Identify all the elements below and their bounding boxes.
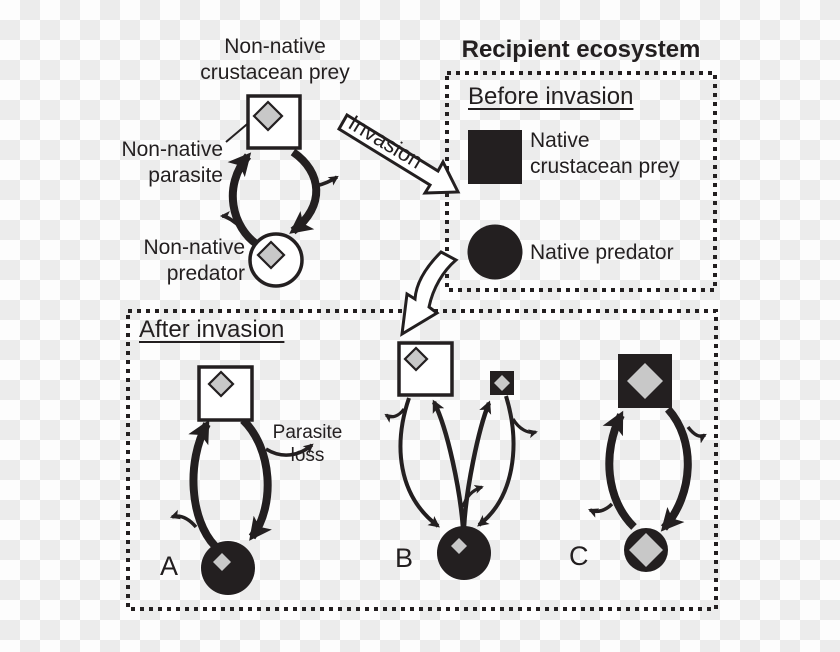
nonnative-prey-label: Non-native crustacean prey <box>200 35 350 84</box>
scenario-a-letter: A <box>160 551 179 581</box>
parasite-diamond-icon <box>629 533 663 567</box>
parasite-diamond-icon <box>403 346 429 372</box>
parasite-diamond-icon <box>256 240 286 270</box>
before-invasion-heading: Before invasion <box>468 83 634 110</box>
cycle-arrow-down <box>240 417 272 541</box>
loss-arrow-right-icon <box>686 425 707 444</box>
native-predator-legend-label: Native predator <box>530 241 674 264</box>
scenario-c <box>588 354 707 572</box>
nonnative-prey-square-icon <box>197 365 254 422</box>
transfer-curved-arrow-icon <box>400 250 459 337</box>
after-invasion-heading: After invasion <box>139 316 285 343</box>
before-legend-symbols <box>467 130 523 280</box>
loss-arrow-left-icon <box>219 211 241 228</box>
scenario-b <box>384 341 538 580</box>
native-predator-circle-icon <box>437 526 491 580</box>
cycle-arrow-up <box>602 410 637 530</box>
loss-arrow-right-icon <box>315 175 339 188</box>
nonnative-predator-label: Non-native predator <box>143 236 245 285</box>
parasite-diamond-icon <box>627 363 663 399</box>
cycle-arrow-down <box>289 148 321 235</box>
loss-arrow-left-icon <box>170 509 198 529</box>
parasite-loss-arrow-icon <box>265 443 314 457</box>
cycle-arrow-up <box>227 152 261 249</box>
arrow-circle-to-square <box>431 399 466 528</box>
loss-arrow-left-icon <box>384 408 406 423</box>
parasite-diamond-icon <box>451 538 467 554</box>
arrow-small-square-to-circle <box>477 395 516 527</box>
black-circle-icon <box>467 224 523 280</box>
parasite-diamond-icon <box>207 370 235 398</box>
parasite-loss-label: Parasite loss <box>272 422 343 467</box>
scenario-a <box>170 365 314 595</box>
scenario-b-letter: B <box>395 543 414 573</box>
nonnative-foodweb <box>219 94 339 288</box>
parasite-diamond-icon <box>494 375 510 391</box>
parasite-diamond-icon <box>252 100 284 132</box>
black-square-icon <box>468 130 522 184</box>
invasion-block-arrow-icon <box>336 112 461 195</box>
arrow-square-to-circle <box>398 397 440 528</box>
loss-arrow-mid-icon <box>461 484 484 508</box>
arrow-circle-to-small-square <box>461 400 492 528</box>
recipient-ecosystem-title: Recipient ecosystem <box>461 36 701 63</box>
nonnative-prey-square-icon <box>397 341 454 397</box>
scenario-c-letter: C <box>569 541 589 571</box>
loss-arrow-right-icon <box>511 418 538 439</box>
cycle-arrow-down <box>660 406 692 532</box>
cycle-arrow-up <box>188 419 219 549</box>
parasite-diamond-icon <box>213 553 231 571</box>
native-prey-legend-label: Native crustacean prey <box>530 129 680 178</box>
after-invasion-box-border <box>126 309 718 611</box>
nonnative-prey-square-icon <box>246 94 302 150</box>
loss-arrow-left-icon <box>588 502 614 518</box>
nonnative-parasite-label: Non-native parasite <box>121 138 223 187</box>
native-predator-circle-icon <box>201 541 255 595</box>
